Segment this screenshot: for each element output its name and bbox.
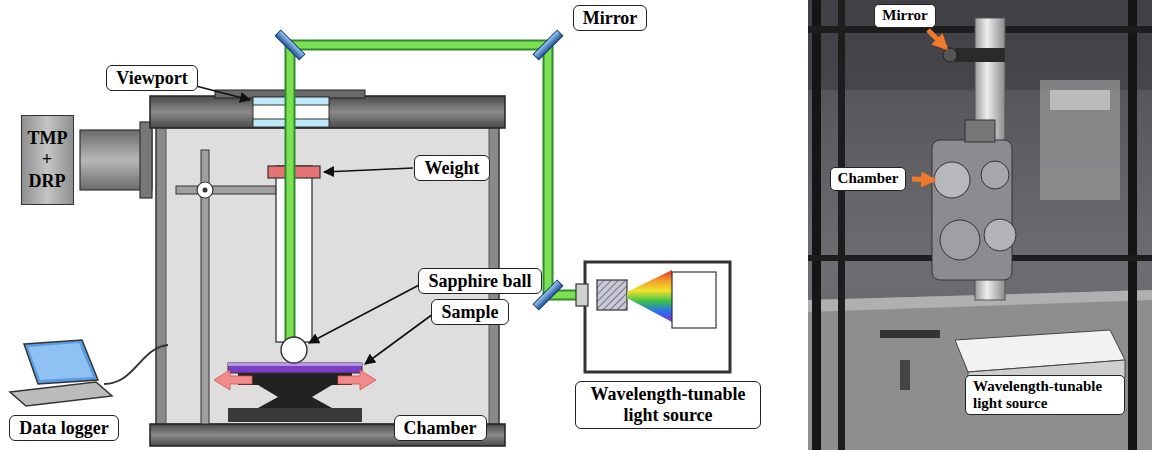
label-text: Data logger [19, 418, 108, 439]
label-text: Weight [424, 158, 479, 179]
sapphire-ball-label: Sapphire ball [418, 268, 541, 295]
label-text: Mirror [882, 7, 928, 24]
chamber-label: Chamber [394, 415, 487, 442]
light-source-label: Wavelength-tunable light source [575, 381, 761, 428]
label-text: Mirror [583, 8, 638, 29]
label-text: Sample [441, 302, 498, 323]
label-text: Wavelength-tunable light source [585, 384, 751, 425]
photo-light-source-label: Wavelength-tunable light source [965, 375, 1125, 416]
label-text: Viewport [116, 68, 187, 89]
data-logger-label: Data logger [9, 415, 118, 442]
viewport-label: Viewport [106, 65, 197, 92]
sample-label: Sample [431, 299, 508, 326]
label-text: TMP + DRP [28, 128, 67, 193]
photo-mirror-label: Mirror [874, 4, 936, 27]
label-text: Sapphire ball [428, 271, 531, 292]
photo-chamber-label: Chamber [830, 167, 907, 190]
weight-label: Weight [414, 155, 489, 182]
label-text: Chamber [404, 418, 477, 439]
label-text: Wavelength-tunable light source [973, 378, 1117, 413]
mirror-label: Mirror [573, 5, 648, 32]
label-text: Chamber [838, 170, 899, 187]
pump-box: TMP + DRP [21, 115, 74, 205]
